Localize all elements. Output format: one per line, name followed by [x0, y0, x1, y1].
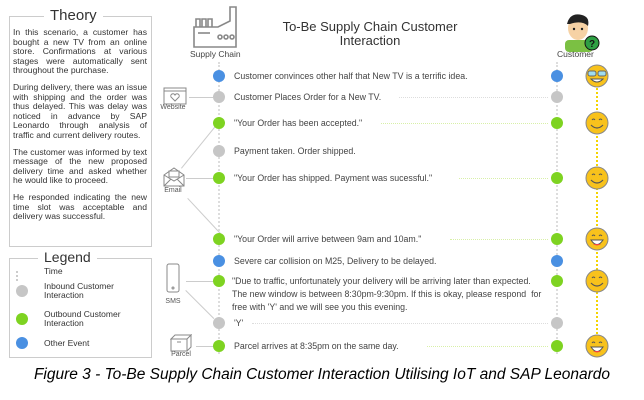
- legend-outbound-swatch: [16, 313, 28, 325]
- theory-paragraph: In this scenario, a customer has bought …: [13, 27, 147, 76]
- phone-icon: [166, 263, 180, 293]
- legend-label: Inbound Customer Interaction: [44, 281, 114, 300]
- grin-emoji-icon: [585, 227, 609, 251]
- smile-emoji-icon: [585, 269, 609, 293]
- supply-chain-timeline: [218, 62, 220, 354]
- dotted-connector: [380, 123, 548, 124]
- event-text: 'Y': [234, 318, 244, 328]
- supply-chain-label: Supply Chain: [190, 49, 241, 59]
- event-text: "Your Order has been accepted.": [234, 118, 363, 128]
- customer-green-dot: [551, 340, 563, 352]
- supply-chain-green-dot: [213, 275, 225, 287]
- legend-title: Legend: [38, 249, 97, 265]
- connector: [186, 281, 213, 282]
- grin-emoji-icon: [585, 334, 609, 358]
- event-text: "Your Order has shipped. Payment was suc…: [234, 173, 433, 183]
- supply-chain-green-dot: [213, 117, 225, 129]
- legend-time-swatch: [16, 271, 20, 281]
- dotted-connector: [449, 239, 548, 240]
- dotted-connector: [399, 97, 548, 98]
- supply-chain-grey-dot: [213, 91, 225, 103]
- supply-chain-blue-dot: [213, 255, 225, 267]
- sms-label: SMS: [165, 298, 181, 305]
- cool-emoji-icon: [585, 64, 609, 88]
- customer-green-dot: [551, 275, 563, 287]
- event-text: Parcel arrives at 8:35pm on the same day…: [234, 341, 399, 351]
- supply-chain-green-dot: [213, 233, 225, 245]
- smile-emoji-icon: [585, 166, 609, 190]
- connector: [185, 290, 215, 319]
- customer-avatar-icon: ?: [565, 14, 600, 52]
- customer-green-dot: [551, 172, 563, 184]
- theory-text: In this scenario, a customer has bought …: [13, 27, 147, 229]
- customer-blue-dot: [551, 70, 563, 82]
- customer-label: Customer: [557, 49, 594, 59]
- event-text: "Due to traffic, unfortunately your deli…: [232, 276, 542, 312]
- legend-label: Other Event: [44, 338, 90, 348]
- connector: [186, 178, 213, 179]
- legend-label: Time: [44, 266, 63, 276]
- event-text: Customer convinces other half that New T…: [234, 71, 468, 81]
- legend-other-swatch: [16, 337, 28, 349]
- customer-grey-dot: [551, 317, 563, 329]
- legend-label: Outbound Customer Interaction: [44, 309, 121, 328]
- email-label: Email: [164, 187, 182, 194]
- event-text: Payment taken. Order shipped.: [234, 146, 356, 156]
- theory-paragraph: The customer was informed by text messag…: [13, 146, 147, 186]
- connector: [189, 97, 213, 98]
- dotted-connector: [426, 346, 548, 347]
- supply-chain-blue-dot: [213, 70, 225, 82]
- dotted-connector: [251, 323, 548, 324]
- smile-emoji-icon: [585, 111, 609, 135]
- supply-chain-grey-dot: [213, 317, 225, 329]
- customer-grey-dot: [551, 91, 563, 103]
- sentiment-timeline: [596, 88, 598, 350]
- theory-title: Theory: [44, 7, 103, 24]
- diagram-title: To-Be Supply Chain Customer Interaction: [282, 19, 458, 48]
- website-label: Website: [160, 104, 186, 111]
- connector: [181, 125, 217, 169]
- event-text: Customer Places Order for a New TV.: [234, 92, 382, 102]
- supply-chain-grey-dot: [213, 145, 225, 157]
- customer-green-dot: [551, 117, 563, 129]
- customer-timeline: [556, 62, 558, 354]
- customer-green-dot: [551, 233, 563, 245]
- connector: [196, 346, 214, 347]
- theory-paragraph: He responded indicating the new time slo…: [13, 191, 147, 222]
- figure-caption: Figure 3 - To-Be Supply Chain Customer I…: [33, 366, 611, 383]
- parcel-icon: [170, 334, 192, 352]
- dotted-connector: [458, 178, 548, 179]
- customer-blue-dot: [551, 255, 563, 267]
- supply-chain-green-dot: [213, 340, 225, 352]
- supply-chain-green-dot: [213, 172, 225, 184]
- website-icon: [163, 87, 187, 105]
- parcel-label: Parcel: [171, 351, 191, 358]
- theory-paragraph: During delivery, there was an issue with…: [13, 81, 147, 140]
- legend-inbound-swatch: [16, 285, 28, 297]
- factory-icon: [193, 6, 237, 48]
- svg-text:?: ?: [589, 39, 595, 50]
- event-text: Severe car collision on M25, Delivery to…: [234, 256, 437, 266]
- event-text: "Your Order will arrive between 9am and …: [234, 234, 422, 244]
- email-icon: [163, 167, 185, 187]
